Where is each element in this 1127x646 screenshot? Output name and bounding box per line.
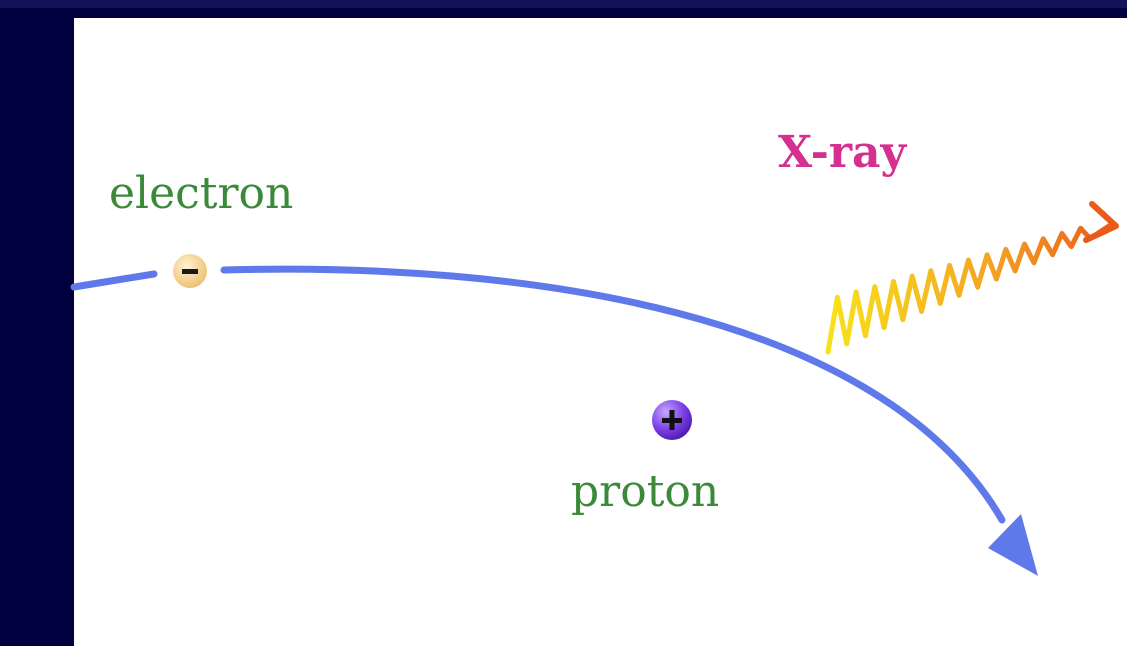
electron-trajectory xyxy=(220,265,1006,524)
xray-arrowhead xyxy=(1083,201,1119,243)
top-rule xyxy=(0,0,1127,8)
proton-label: proton xyxy=(571,466,720,517)
diagram-panel xyxy=(74,18,1127,646)
xray-label: X-ray xyxy=(778,127,907,178)
proton-particle xyxy=(652,400,692,440)
electron-particle xyxy=(173,254,207,288)
xray-wave xyxy=(825,221,1115,355)
trajectory-incoming xyxy=(70,270,158,291)
trajectory-arrowhead xyxy=(988,514,1038,576)
electron-label: electron xyxy=(109,168,294,219)
